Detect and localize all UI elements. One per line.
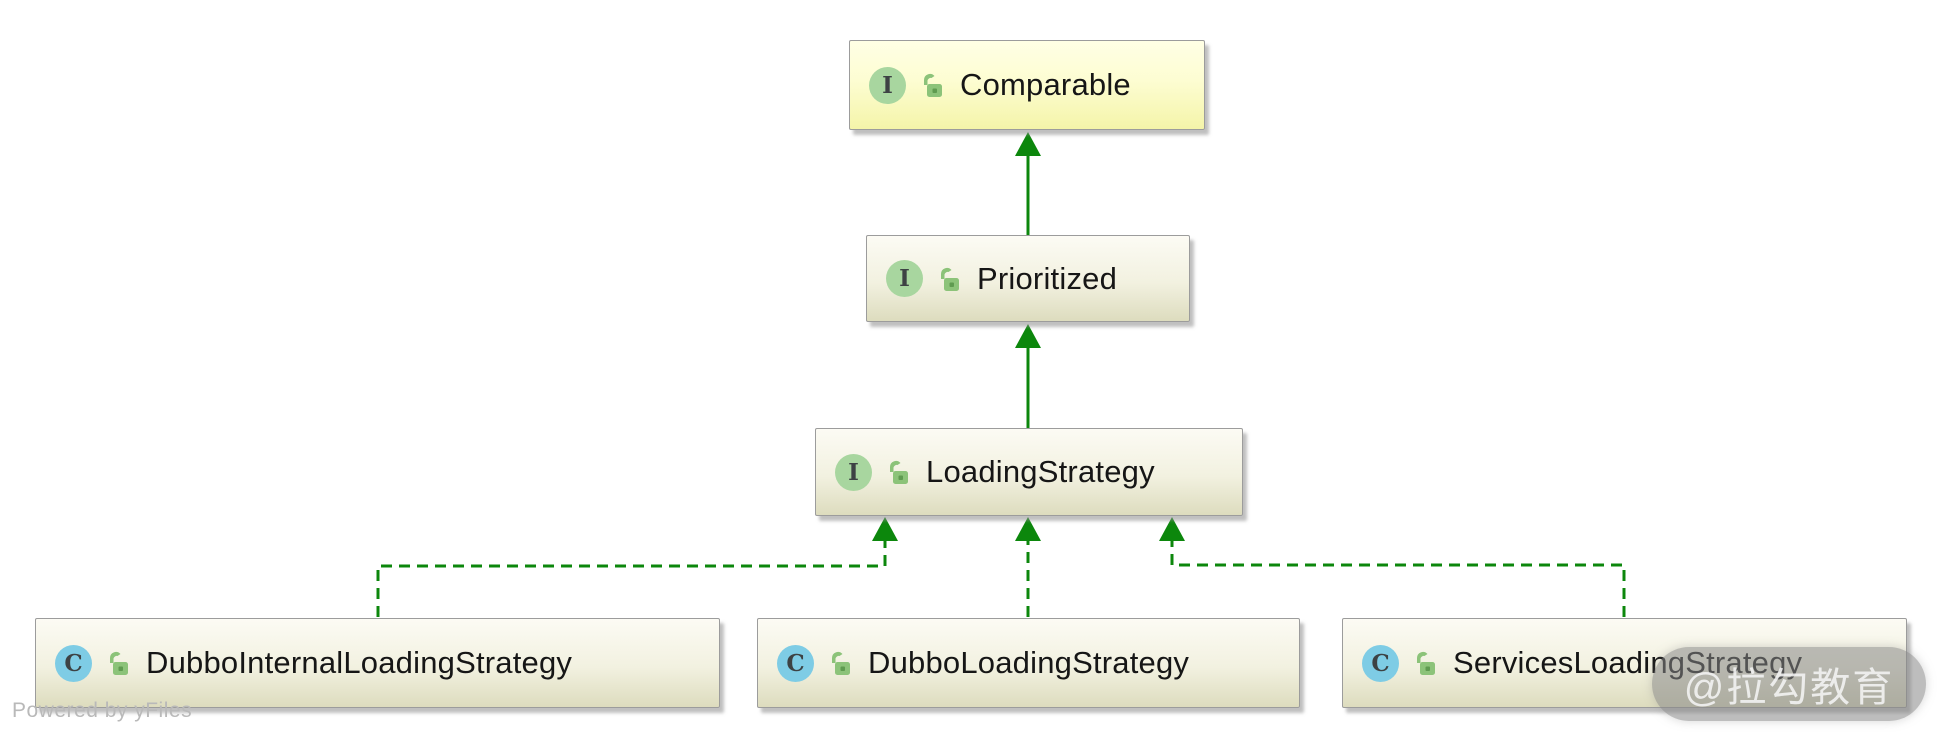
powered-by-yfiles-label: Powered by yFiles bbox=[12, 699, 193, 722]
class-icon: C bbox=[1362, 644, 1399, 682]
arrowhead-loadingstrategy-extends-prioritized bbox=[1015, 324, 1041, 348]
interface-icon: I bbox=[886, 260, 923, 297]
arrowhead-dubbointernal-implements-loadingstrategy bbox=[872, 517, 898, 541]
node-label-comparable: Comparable bbox=[960, 67, 1131, 102]
node-label-dubbo-internal-loading-strategy: DubboInternalLoadingStrategy bbox=[146, 645, 573, 680]
node-loading-strategy[interactable]: I LoadingStrategy bbox=[815, 428, 1243, 516]
edge-dubbointernal-implements-loadingstrategy bbox=[376, 540, 887, 617]
unlocked-lock-icon bbox=[923, 73, 942, 97]
unlocked-lock-icon bbox=[109, 651, 128, 675]
interface-icon: I bbox=[869, 66, 906, 104]
arrowhead-dubboloading-implements-loadingstrategy bbox=[1015, 517, 1041, 541]
unlocked-lock-icon bbox=[1416, 651, 1435, 675]
node-dubbo-loading-strategy[interactable]: C DubboLoadingStrategy bbox=[757, 618, 1300, 708]
watermark-badge: @拉勾教育 bbox=[1652, 647, 1926, 721]
unlocked-lock-icon bbox=[889, 460, 908, 484]
node-label-dubbo-loading-strategy: DubboLoadingStrategy bbox=[868, 645, 1190, 680]
node-label-loading-strategy: LoadingStrategy bbox=[926, 454, 1155, 489]
interface-icon: I bbox=[835, 453, 872, 491]
node-comparable[interactable]: I Comparable bbox=[849, 40, 1205, 130]
class-icon: C bbox=[777, 644, 814, 682]
arrowhead-prioritized-extends-comparable bbox=[1015, 132, 1041, 156]
node-dubbo-internal-loading-strategy[interactable]: C DubboInternalLoadingStrategy bbox=[35, 618, 720, 708]
unlocked-lock-icon bbox=[940, 267, 959, 291]
watermark-text: @拉勾教育 bbox=[1683, 666, 1895, 710]
node-label-prioritized: Prioritized bbox=[977, 260, 1118, 296]
edge-servicesloading-implements-loadingstrategy bbox=[1170, 540, 1626, 617]
node-prioritized[interactable]: I Prioritized bbox=[866, 235, 1190, 322]
arrowhead-servicesloading-implements-loadingstrategy bbox=[1159, 517, 1185, 541]
unlocked-lock-icon bbox=[831, 651, 850, 675]
class-icon: C bbox=[55, 644, 92, 682]
